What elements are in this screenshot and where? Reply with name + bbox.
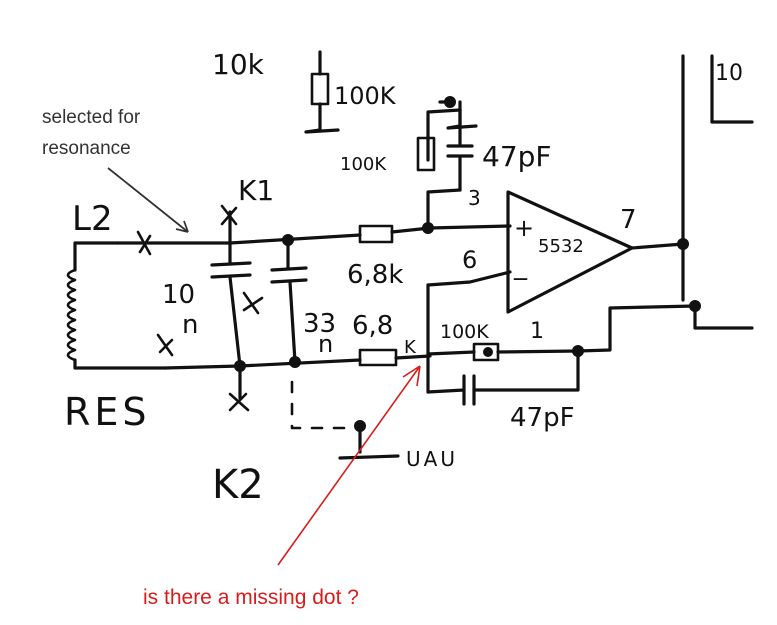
annotation-line-2: resonance [42, 138, 131, 159]
resistor-6k8-bottom [358, 348, 398, 367]
annotation-line-1: selected for [42, 107, 141, 128]
junction-dot-output-branch [689, 300, 701, 312]
wire-output-branch [693, 304, 754, 330]
label-opamp-minus: _ [513, 251, 528, 281]
junction-dot-bias-top [444, 96, 456, 108]
resistor-100k-top [310, 72, 330, 106]
opamp-5532 [506, 190, 634, 314]
label-cap33: 33 [303, 309, 336, 339]
wire-bottom-rail [163, 358, 362, 370]
ground-symbol [338, 454, 400, 460]
label-r-mid: 6,8k [347, 260, 403, 290]
wire-feedback-r-right [496, 349, 580, 354]
annotation-arrow-missing-dot [277, 365, 421, 566]
junction-dot-cap33-bottom [289, 356, 301, 368]
wire-bias-cap-top [438, 100, 478, 130]
label-right-box: 10 [715, 61, 743, 86]
label-r-top: 100K [334, 82, 397, 110]
junction-dot-pin3 [422, 222, 434, 234]
wire-dashed-ground [290, 380, 354, 430]
junction-dot-output [677, 238, 689, 250]
label-top-res: 10k [212, 48, 265, 81]
annotation-arrow-resonance [107, 167, 189, 233]
label-cap10-unit: n [182, 310, 198, 340]
label-cap10: 10 [162, 280, 195, 310]
label-c-bottom: 47pF [510, 403, 575, 433]
wire-output-return [576, 304, 697, 353]
cross-mark-cap10 [242, 291, 264, 315]
cross-mark-k1 [220, 204, 238, 226]
resistor-100k-bias [416, 136, 436, 172]
capacitor-47pf-feedback [426, 349, 580, 406]
label-c-feedback-top: 47pF [482, 140, 552, 173]
label-k2: K2 [212, 462, 264, 508]
label-opamp-plus: + [514, 214, 534, 242]
resistor-6k8-top [358, 224, 394, 244]
cross-mark-l2-bottom [156, 333, 174, 357]
wire-feedback-r [426, 350, 476, 356]
label-r-bottom-k: K [404, 337, 417, 358]
junction-dot-feedback [572, 345, 584, 357]
label-r-feedback-left: 100K [340, 154, 387, 175]
junction-dot-top-rail [282, 234, 294, 246]
inductor-l2 [66, 241, 167, 370]
wire-top-rail-right [390, 224, 512, 234]
wire-output [630, 242, 685, 250]
wire-top-rail [116, 233, 362, 245]
label-l2: L2 [72, 199, 113, 239]
label-pin7: 7 [620, 205, 637, 235]
junction-dot-ground [354, 420, 366, 432]
wire-100k-top-bottom [304, 102, 340, 134]
cross-mark-k2 [228, 392, 250, 412]
label-r-bottom-left: 6,8 [352, 311, 393, 341]
label-pin3: 3 [468, 186, 481, 210]
label-res: RES [64, 390, 151, 434]
annotation-missing-dot-question: is there a missing dot ? [143, 586, 359, 609]
capacitor-10n [210, 241, 252, 368]
wire-bias-top [426, 108, 462, 162]
label-ground: UAU [406, 447, 458, 471]
label-k1: K1 [238, 174, 274, 207]
junction-dot-cap10-bottom [234, 360, 246, 372]
label-r-bottom-right: 100K [440, 321, 489, 343]
wire-bottom-to-junction [394, 354, 432, 360]
label-cap33-unit: n [318, 330, 333, 358]
wire-to-inverting-input [426, 270, 512, 287]
wire-pin3-up [426, 188, 462, 228]
label-pin1: 1 [530, 319, 544, 344]
label-opamp: 5532 [538, 236, 584, 257]
right-box [710, 54, 754, 124]
capacitor-33n [270, 238, 308, 364]
annotation-selected-for-resonance: selected for resonance [42, 102, 140, 164]
label-pin6: 6 [462, 246, 477, 274]
junction-dot-feedback-r [483, 347, 493, 357]
